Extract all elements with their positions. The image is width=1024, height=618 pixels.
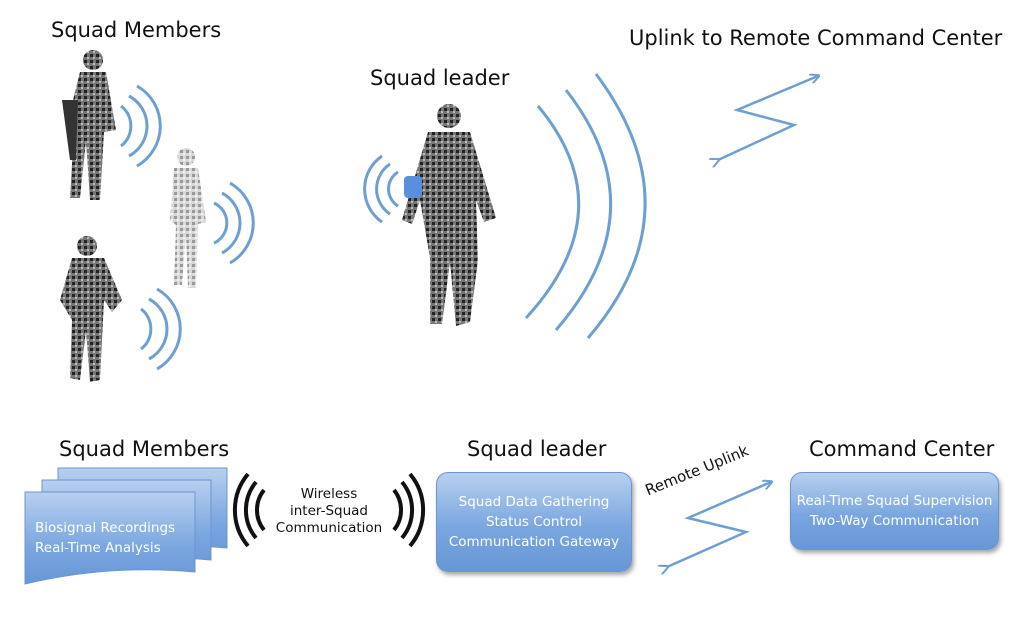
leader-receive-waves [363, 154, 399, 224]
command-center-box: Real-Time Squad Supervision Two-Way Comm… [790, 472, 999, 550]
leader-box-line-1: Squad Data Gathering [458, 494, 610, 510]
leader-box-line-3: Communication Gateway [448, 534, 620, 550]
bottom-command-center-title: Command Center [809, 437, 995, 461]
member-1-signal-waves [120, 84, 162, 168]
wireless-communication-label: Wireless inter-Squad Communication [269, 486, 389, 537]
squad-member-figure-3 [60, 236, 122, 382]
leader-box-line-2: Status Control [485, 514, 583, 530]
member-2-signal-waves [213, 181, 255, 265]
wireless-left-waves [232, 472, 266, 548]
squad-members-document-stack [24, 467, 228, 585]
wireless-right-waves [392, 472, 426, 548]
squad-leader-figure [402, 104, 496, 326]
wireless-label-line-3: Communication [275, 520, 383, 536]
squad-member-figure-1 [62, 50, 116, 200]
leader-uplink-waves [524, 73, 647, 339]
wireless-label-line-2: inter-Squad [289, 503, 368, 519]
members-doc-text: Biosignal Recordings Real-Time Analysis [35, 518, 175, 558]
radio-device [404, 176, 422, 198]
uplink-zigzag-arrow-top [718, 76, 818, 160]
squad-member-figure-2 [170, 148, 206, 288]
remote-uplink-zigzag-arrow [667, 482, 771, 567]
top-squad-leader-label: Squad leader [370, 66, 510, 90]
member-3-signal-waves [140, 287, 182, 371]
members-doc-line-1: Biosignal Recordings [35, 520, 176, 536]
command-box-line-2: Two-Way Communication [809, 513, 980, 529]
command-box-line-1: Real-Time Squad Supervision [796, 493, 993, 509]
squad-leader-box: Squad Data Gathering Status Control Comm… [436, 472, 632, 572]
top-squad-members-label: Squad Members [51, 18, 222, 42]
bottom-squad-leader-title: Squad leader [467, 437, 607, 461]
members-doc-line-2: Real-Time Analysis [35, 540, 161, 556]
bottom-squad-members-title: Squad Members [59, 437, 230, 461]
top-uplink-label: Uplink to Remote Command Center [629, 26, 1003, 50]
wireless-label-line-1: Wireless [300, 486, 358, 502]
